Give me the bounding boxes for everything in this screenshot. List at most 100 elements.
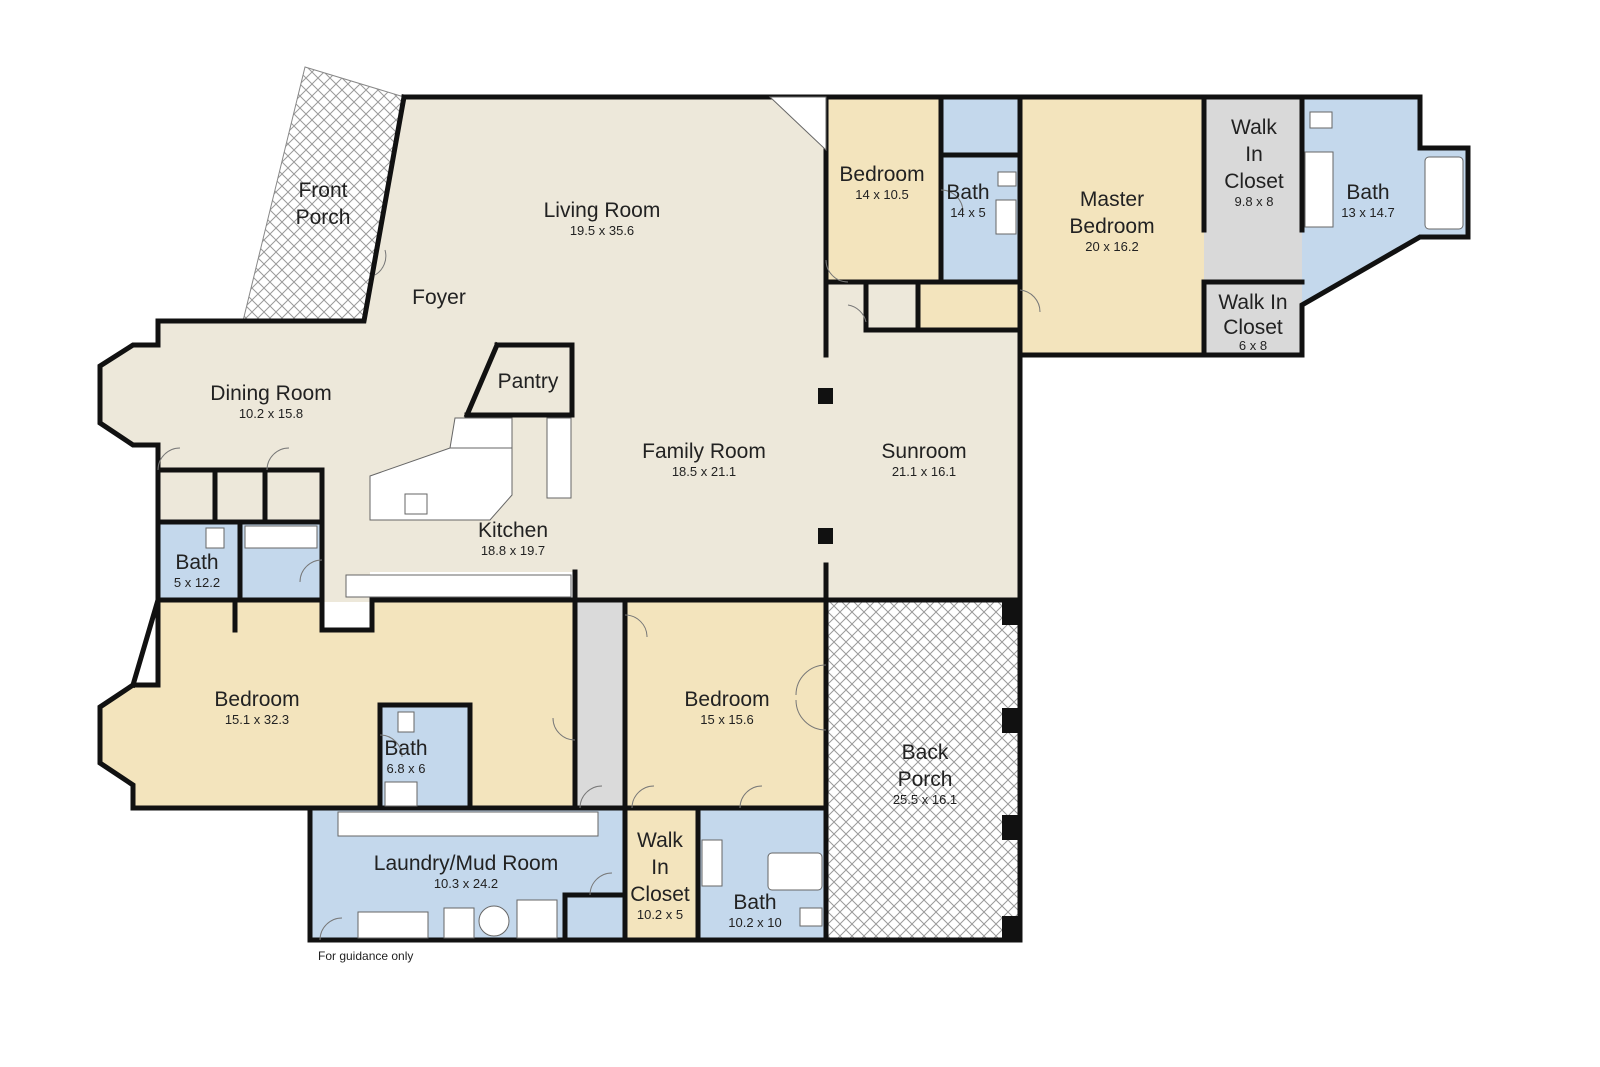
kitchen-label: Kitchen 18.8 x 19.7 xyxy=(478,519,548,558)
svg-text:6.8 x 6: 6.8 x 6 xyxy=(386,761,425,776)
svg-text:6 x 8: 6 x 8 xyxy=(1239,338,1267,353)
svg-text:25.5 x 16.1: 25.5 x 16.1 xyxy=(893,792,957,807)
laundry-unit xyxy=(516,899,558,939)
left-bath-toilet xyxy=(205,527,225,549)
svg-text:Bedroom: Bedroom xyxy=(214,688,299,711)
fixtures xyxy=(205,96,1464,939)
master-bedroom-floor xyxy=(1020,97,1204,355)
washer xyxy=(443,907,475,939)
svg-text:15 x 15.6: 15 x 15.6 xyxy=(700,712,754,727)
svg-text:10.3 x 24.2: 10.3 x 24.2 xyxy=(434,876,498,891)
guidance-footnote: For guidance only xyxy=(318,949,414,963)
svg-text:10.2 x 10: 10.2 x 10 xyxy=(728,915,782,930)
svg-text:Closet: Closet xyxy=(630,883,690,906)
family-room-label: Family Room 18.5 x 21.1 xyxy=(642,440,766,479)
svg-text:Walk In: Walk In xyxy=(1218,291,1287,314)
fridge xyxy=(546,417,572,499)
svg-text:Bath: Bath xyxy=(1346,181,1389,204)
bottom-bath-tub xyxy=(767,852,823,891)
svg-text:Dining Room: Dining Room xyxy=(210,382,331,405)
walk-in-closet-top-floor xyxy=(1204,97,1302,230)
bedroom-top-label: Bedroom 14 x 10.5 xyxy=(839,163,924,202)
svg-text:Front: Front xyxy=(298,179,347,202)
bath-left-label: Bath 5 x 12.2 xyxy=(174,551,220,590)
svg-text:Kitchen: Kitchen xyxy=(478,519,548,542)
hallway-floor xyxy=(575,600,625,808)
pantry-label: Pantry xyxy=(498,370,559,393)
walk-in-closet-bottom-label: Walk In Closet 10.2 x 5 xyxy=(630,829,690,922)
svg-text:Family Room: Family Room xyxy=(642,440,766,463)
laundry-sink xyxy=(357,911,429,939)
svg-text:Bedroom: Bedroom xyxy=(1069,215,1154,238)
dining-room-label: Dining Room 10.2 x 15.8 xyxy=(210,382,331,421)
svg-text:Bath: Bath xyxy=(175,551,218,574)
doors xyxy=(157,189,1041,941)
living-area-floor xyxy=(100,97,1020,602)
laundry-label: Laundry/Mud Room 10.3 x 24.2 xyxy=(374,852,558,891)
foyer-label: Foyer xyxy=(412,286,466,309)
kitchen-counter-bottom xyxy=(345,574,572,598)
bedroom-left-label: Bedroom 15.1 x 32.3 xyxy=(214,688,299,727)
svg-text:Porch: Porch xyxy=(898,768,953,791)
svg-text:18.8 x 19.7: 18.8 x 19.7 xyxy=(481,543,545,558)
front-porch-label: Front Porch xyxy=(296,179,351,229)
bottom-bath-toilet xyxy=(799,907,823,927)
svg-text:15.1 x 32.3: 15.1 x 32.3 xyxy=(225,712,289,727)
sink-kitchen xyxy=(404,493,428,515)
sunroom-label: Sunroom 21.1 x 16.1 xyxy=(881,440,966,479)
bottom-bath-vanity xyxy=(701,839,723,887)
closet-passage-floor xyxy=(1204,230,1302,282)
svg-text:Bedroom: Bedroom xyxy=(684,688,769,711)
svg-text:20 x 16.2: 20 x 16.2 xyxy=(1085,239,1139,254)
master-bedroom-label: Master Bedroom 20 x 16.2 xyxy=(1069,188,1154,254)
bath-bottom-label: Bath 10.2 x 10 xyxy=(728,891,782,930)
bath-top-floor xyxy=(941,97,1020,282)
dryer xyxy=(478,905,510,937)
bedroom-top-floor xyxy=(826,97,941,282)
living-room-label: Living Room 19.5 x 35.6 xyxy=(544,199,661,238)
bedroom-mid-label: Bedroom 15 x 15.6 xyxy=(684,688,769,727)
walk-in-closet-bottom-floor xyxy=(625,808,698,940)
svg-text:Living Room: Living Room xyxy=(544,199,661,222)
bedroom-mid-floor xyxy=(625,600,826,808)
svg-text:In: In xyxy=(651,856,669,879)
sink-top-bath xyxy=(995,199,1017,235)
svg-text:Porch: Porch xyxy=(296,206,351,229)
bath-inner-label: Bath 6.8 x 6 xyxy=(384,737,427,776)
svg-text:21.1 x 16.1: 21.1 x 16.1 xyxy=(892,464,956,479)
master-tub xyxy=(1424,156,1464,230)
svg-text:5 x 12.2: 5 x 12.2 xyxy=(174,575,220,590)
svg-text:Bath: Bath xyxy=(384,737,427,760)
back-porch-label: Back Porch 25.5 x 16.1 xyxy=(893,741,957,807)
kitchen-counter xyxy=(449,417,513,449)
svg-text:Walk: Walk xyxy=(637,829,683,852)
svg-text:14 x 10.5: 14 x 10.5 xyxy=(855,187,909,202)
svg-text:18.5 x 21.1: 18.5 x 21.1 xyxy=(672,464,736,479)
laundry-counter xyxy=(337,811,599,837)
svg-text:Bath: Bath xyxy=(733,891,776,914)
master-toilet xyxy=(1309,111,1333,129)
svg-text:Bath: Bath xyxy=(946,181,989,204)
master-bath-label: Bath 13 x 14.7 xyxy=(1341,181,1395,220)
inner-bath-sink xyxy=(384,781,418,807)
svg-text:10.2 x 15.8: 10.2 x 15.8 xyxy=(239,406,303,421)
svg-text:14 x 5: 14 x 5 xyxy=(950,205,985,220)
svg-text:10.2 x 5: 10.2 x 5 xyxy=(637,907,683,922)
walk-in-closet-top-label: Walk In Closet 9.8 x 8 xyxy=(1224,116,1284,209)
columns xyxy=(818,388,1020,940)
svg-text:Back: Back xyxy=(902,741,949,764)
fireplace xyxy=(768,96,827,152)
svg-text:Walk: Walk xyxy=(1231,116,1277,139)
svg-text:Closet: Closet xyxy=(1224,170,1284,193)
svg-text:9.8 x 8: 9.8 x 8 xyxy=(1234,194,1273,209)
toilet-top-bath xyxy=(997,171,1017,187)
svg-text:Master: Master xyxy=(1080,188,1144,211)
back-porch-area xyxy=(826,600,1020,940)
svg-text:In: In xyxy=(1245,143,1263,166)
inner-bath-toilet xyxy=(397,711,415,733)
svg-text:Sunroom: Sunroom xyxy=(881,440,966,463)
svg-text:Laundry/Mud Room: Laundry/Mud Room xyxy=(374,852,558,875)
bath-top-label: Bath 14 x 5 xyxy=(946,181,989,220)
svg-text:19.5 x 35.6: 19.5 x 35.6 xyxy=(570,223,634,238)
